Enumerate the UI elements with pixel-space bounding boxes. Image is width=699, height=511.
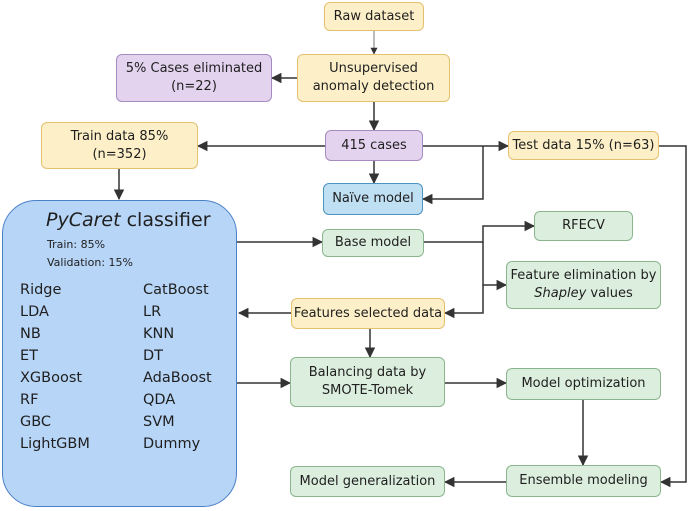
model-right-item: LR: [143, 304, 162, 320]
model-right-item: QDA: [143, 392, 176, 408]
pycaret-classifier-box: PyCaret classifier Train: 85% Validation…: [2, 200, 237, 507]
shapley-elimination-node: Feature elimination by Shapley values: [506, 261, 661, 309]
balancing-data-node: Balancing data by SMOTE-Tomek: [290, 357, 445, 407]
edge-base-to-rfecv: [424, 220, 536, 243]
ensemble-modeling-node: Ensemble modeling: [506, 465, 661, 497]
model-generalization-node: Model generalization: [290, 466, 445, 497]
edge-test-to-naive: [421, 146, 484, 205]
edge-test-to-ensemble: [659, 145, 687, 488]
model-left-item: Ridge: [20, 282, 62, 298]
model-left-item: GBC: [20, 414, 52, 430]
edge-base-to-shapley: [482, 242, 508, 291]
model-left-item: RF: [20, 392, 39, 408]
base-model-node: Base model: [322, 229, 424, 257]
rfecv-node: RFECV: [534, 211, 633, 241]
shapley-line2: Shapley values: [534, 286, 633, 301]
features-selected-node: Features selected data: [291, 298, 445, 329]
pycaret-validation-split: Validation: 15%: [47, 256, 133, 269]
model-right-item: KNN: [143, 326, 175, 342]
test-data-node: Test data 15% (n=63): [508, 131, 659, 160]
anomaly-detection-node: Unsupervised anomaly detection: [297, 54, 450, 102]
model-right-item: DT: [143, 348, 164, 364]
raw-dataset-node: Raw dataset: [324, 2, 424, 31]
model-left-item: ET: [20, 348, 39, 364]
model-right-item: SVM: [143, 414, 175, 430]
model-optimization-node: Model optimization: [506, 368, 661, 400]
model-left-item: LDA: [20, 304, 49, 320]
model-left-item: XGBoost: [20, 370, 83, 386]
train-data-node: Train data 85% (n=352): [41, 122, 198, 169]
pycaret-title: PyCaret classifier: [46, 209, 211, 231]
model-left-item: LightGBM: [20, 436, 90, 452]
model-right-item: CatBoost: [143, 282, 209, 298]
cases-node: 415 cases: [325, 130, 423, 161]
model-right-item: AdaBoost: [143, 370, 212, 386]
pycaret-train-split: Train: 85%: [47, 238, 106, 251]
model-right-item: Dummy: [143, 436, 201, 452]
naive-model-node: Naïve model: [323, 183, 423, 215]
edge-shapley-to-features: [443, 285, 484, 319]
model-left-item: NB: [20, 326, 41, 342]
cases-eliminated-node: 5% Cases eliminated (n=22): [116, 54, 272, 102]
